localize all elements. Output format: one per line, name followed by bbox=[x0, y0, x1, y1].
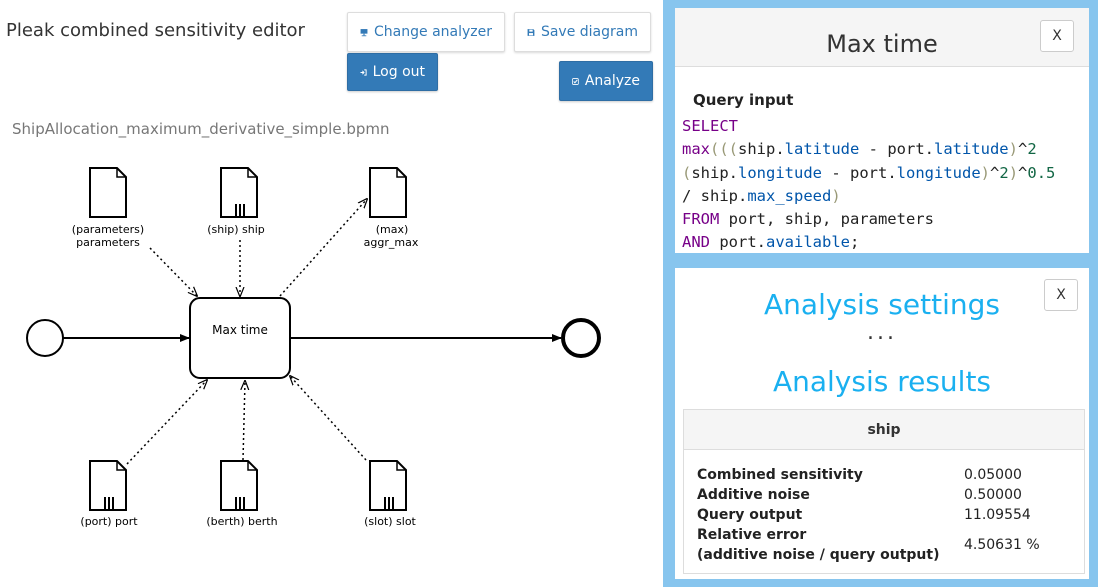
right-sidebar: Max time X Query input SELECT max(((ship… bbox=[663, 0, 1098, 587]
end-event[interactable] bbox=[561, 318, 601, 358]
data-object-ship[interactable] bbox=[220, 167, 258, 218]
result-key: Additive noise bbox=[697, 487, 810, 503]
query-code-editor[interactable]: SELECT max(((ship.latitude - port.latitu… bbox=[682, 117, 1056, 252]
collection-icon bbox=[235, 497, 245, 509]
association-max[interactable] bbox=[279, 199, 367, 297]
query-panel-close-button[interactable]: X bbox=[1040, 20, 1074, 52]
log-out-icon bbox=[360, 68, 367, 76]
data-object-label: (max) bbox=[376, 223, 409, 236]
association-port[interactable] bbox=[126, 380, 207, 465]
start-event[interactable] bbox=[26, 319, 64, 357]
table-row: Combined sensitivity 0.05000 bbox=[697, 465, 1040, 485]
query-panel-header: Max time X bbox=[675, 8, 1089, 67]
save-diagram-button[interactable]: Save diagram bbox=[514, 12, 651, 52]
data-object-label: (berth) berth bbox=[206, 515, 277, 528]
result-value: 0.05000 bbox=[964, 467, 1022, 483]
association-parameters[interactable] bbox=[149, 247, 197, 296]
change-analyzer-label: Change analyzer bbox=[374, 24, 492, 40]
collection-icon bbox=[104, 497, 114, 509]
data-object-port[interactable] bbox=[89, 460, 127, 511]
analysis-results-title: Analysis results bbox=[772, 365, 992, 398]
log-out-button[interactable]: Log out bbox=[347, 53, 438, 91]
presentation-icon bbox=[360, 28, 368, 36]
association-slot[interactable] bbox=[290, 376, 367, 461]
result-value: 4.50631 % bbox=[964, 537, 1040, 553]
data-object-parameters[interactable] bbox=[89, 167, 127, 218]
table-row: Query output 11.09554 bbox=[697, 505, 1040, 525]
table-row: Additive noise 0.50000 bbox=[697, 485, 1040, 505]
results-table-name: ship bbox=[684, 410, 1084, 450]
data-object-slot[interactable] bbox=[369, 460, 407, 511]
association-berth[interactable] bbox=[243, 381, 245, 461]
query-input-label: Query input bbox=[693, 91, 794, 109]
analyze-button[interactable]: Analyze bbox=[559, 61, 653, 101]
collection-icon bbox=[384, 497, 394, 509]
analysis-panel: X Analysis settings ... Analysis results… bbox=[675, 268, 1089, 579]
results-table: Combined sensitivity 0.05000 Additive no… bbox=[697, 465, 1040, 565]
check-square-icon bbox=[572, 77, 579, 85]
result-key: Relative error (additive noise / query o… bbox=[697, 525, 964, 565]
table-row: Relative error (additive noise / query o… bbox=[697, 525, 1040, 565]
relative-error-label: Relative error bbox=[697, 527, 807, 543]
result-key: Combined sensitivity bbox=[697, 467, 863, 483]
bpmn-canvas[interactable]: Max time (parameters) parameters (ship) … bbox=[0, 0, 663, 587]
data-object-label: (ship) ship bbox=[207, 223, 265, 236]
file-name: ShipAllocation_maximum_derivative_simple… bbox=[12, 120, 390, 138]
task-max-time[interactable] bbox=[189, 297, 291, 379]
data-object-label: aggr_max bbox=[364, 236, 419, 249]
task-label: Max time bbox=[212, 323, 268, 337]
result-key: Query output bbox=[697, 507, 803, 523]
data-object-label: (port) port bbox=[80, 515, 138, 528]
settings-ellipsis[interactable]: ... bbox=[867, 320, 897, 345]
data-object-label: (parameters) bbox=[72, 223, 144, 236]
data-object-berth[interactable] bbox=[220, 460, 258, 511]
data-object-max[interactable] bbox=[369, 167, 407, 218]
analysis-panel-close-button[interactable]: X bbox=[1044, 279, 1078, 311]
analysis-settings-title: Analysis settings bbox=[764, 288, 1000, 321]
save-icon bbox=[527, 28, 535, 36]
query-panel-title: Max time bbox=[826, 30, 938, 58]
data-object-label: parameters bbox=[76, 236, 140, 249]
query-panel: Max time X Query input SELECT max(((ship… bbox=[675, 8, 1089, 253]
save-diagram-label: Save diagram bbox=[540, 24, 638, 40]
log-out-label: Log out bbox=[372, 64, 425, 80]
result-value: 11.09554 bbox=[964, 507, 1031, 523]
results-table-card: ship Combined sensitivity 0.05000 Additi… bbox=[683, 409, 1085, 574]
analyze-label: Analyze bbox=[584, 73, 640, 89]
relative-error-sub-label: (additive noise / query output) bbox=[697, 547, 940, 563]
collection-icon bbox=[235, 204, 245, 216]
change-analyzer-button[interactable]: Change analyzer bbox=[347, 12, 505, 52]
app-title: Pleak combined sensitivity editor bbox=[6, 20, 305, 41]
data-object-label: (slot) slot bbox=[364, 515, 416, 528]
result-value: 0.50000 bbox=[964, 487, 1022, 503]
